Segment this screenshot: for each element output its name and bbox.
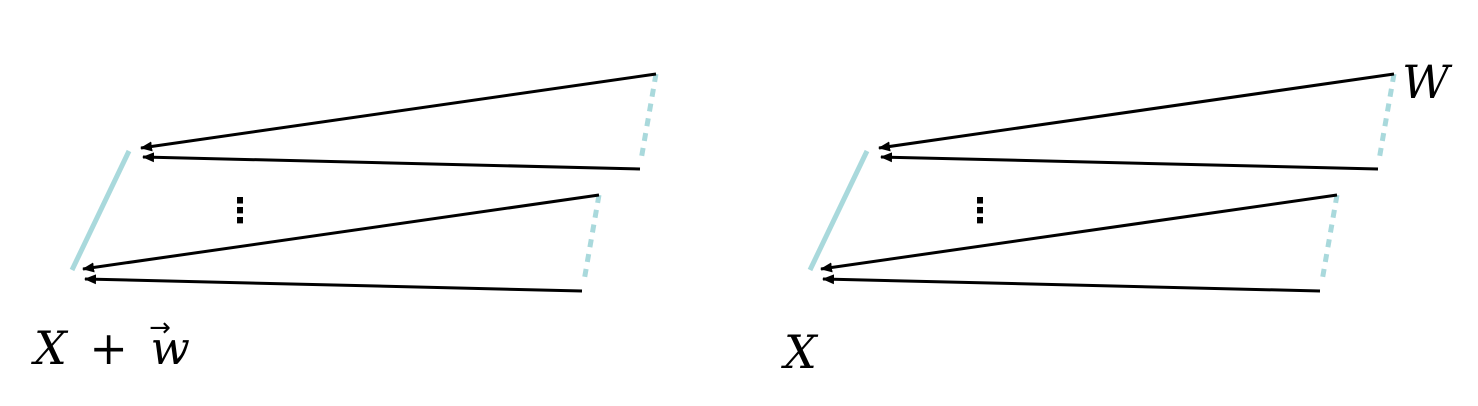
right-arrow-3 [820,193,1338,273]
vector-arrow-icon: → [149,313,171,343]
right-solid-segment [807,149,870,272]
right-arrow-4 [822,274,1321,293]
left-arrow-4 [84,274,583,293]
left-ellipsis: ⋮ [223,191,257,231]
left-arrow-2 [142,152,641,171]
right-panel-label: X [781,325,819,379]
left-arrow-1 [140,72,657,152]
right-ellipsis: ⋮ [963,191,997,231]
right-dashed-lower [1319,194,1340,282]
left-solid-segment [69,149,132,272]
left-arrow-3 [82,193,600,273]
left-panel: ⋮ X + w → [31,72,659,375]
right-arrow-1 [878,72,1395,152]
vector-w: w [151,321,190,375]
corner-label-w: W [1402,55,1453,109]
left-dashed-upper [638,73,659,161]
right-panel: ⋮ X W [781,55,1453,379]
left-dashed-lower [581,194,602,282]
right-arrow-2 [880,152,1379,171]
left-panel-label: X + w [31,321,190,375]
right-dashed-upper [1376,73,1397,161]
